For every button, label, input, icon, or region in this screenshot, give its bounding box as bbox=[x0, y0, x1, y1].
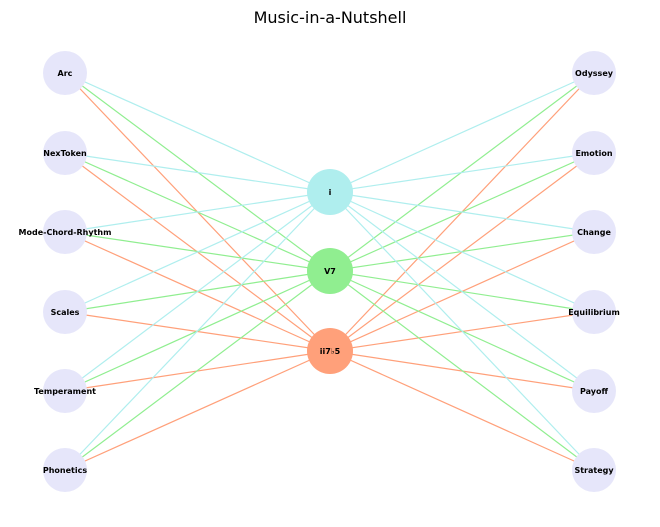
right-node-strategy: Strategy bbox=[572, 448, 616, 492]
node-label: Payoff bbox=[580, 387, 609, 396]
hub-node-i: i bbox=[307, 169, 353, 215]
node-label: ii7♭5 bbox=[320, 347, 341, 356]
edge-equilibrium-i bbox=[329, 191, 595, 313]
edge-strategy-v7 bbox=[329, 270, 595, 471]
node-circle bbox=[572, 369, 616, 413]
edge-strategy-ii75 bbox=[329, 350, 595, 471]
left-node-nextoken: NexToken bbox=[43, 131, 87, 175]
left-node-temperament: Temperament bbox=[34, 369, 96, 413]
node-label: Mode-Chord-Rhythm bbox=[19, 228, 112, 237]
left-node-arc: Arc bbox=[43, 51, 87, 95]
edge-arc-i bbox=[64, 72, 331, 193]
node-label: Strategy bbox=[574, 466, 614, 475]
node-circle bbox=[43, 131, 87, 175]
hub-node-v7: V7 bbox=[307, 248, 353, 294]
edge-nextoken-i bbox=[64, 152, 331, 193]
edge-temperament-i bbox=[64, 191, 331, 392]
edge-phonetics-i bbox=[64, 191, 331, 471]
left-node-phonetics: Phonetics bbox=[43, 448, 87, 492]
node-circle bbox=[43, 290, 87, 334]
node-circle bbox=[572, 131, 616, 175]
node-label: Arc bbox=[58, 69, 73, 78]
node-label: Emotion bbox=[575, 149, 612, 158]
node-circle bbox=[43, 448, 87, 492]
edge-phonetics-ii75 bbox=[64, 350, 331, 471]
left-node-mode-chord-rhythm: Mode-Chord-Rhythm bbox=[19, 210, 112, 254]
edge-odyssey-i bbox=[329, 72, 595, 193]
right-node-equilibrium: Equilibrium bbox=[568, 290, 620, 334]
edge-emotion-i bbox=[329, 152, 595, 193]
node-circle bbox=[572, 51, 616, 95]
node-circle bbox=[307, 248, 353, 294]
node-circle bbox=[43, 51, 87, 95]
node-label: V7 bbox=[324, 267, 336, 276]
node-circle bbox=[307, 328, 353, 374]
node-circle bbox=[43, 369, 87, 413]
node-circle bbox=[572, 210, 616, 254]
left-node-scales: Scales bbox=[43, 290, 87, 334]
right-node-payoff: Payoff bbox=[572, 369, 616, 413]
node-label: i bbox=[329, 188, 332, 197]
node-circle bbox=[572, 290, 616, 334]
right-node-emotion: Emotion bbox=[572, 131, 616, 175]
node-label: Change bbox=[577, 228, 611, 237]
node-label: Equilibrium bbox=[568, 308, 620, 317]
right-node-change: Change bbox=[572, 210, 616, 254]
hub-node-ii75: ii7♭5 bbox=[307, 328, 353, 374]
node-circle bbox=[307, 169, 353, 215]
node-label: Odyssey bbox=[575, 69, 614, 78]
edge-payoff-i bbox=[329, 191, 595, 392]
edge-layer bbox=[64, 72, 595, 471]
node-label: NexToken bbox=[43, 149, 87, 158]
right-node-odyssey: Odyssey bbox=[572, 51, 616, 95]
node-label: Scales bbox=[51, 308, 80, 317]
diagram-title: Music-in-a-Nutshell bbox=[253, 8, 407, 27]
node-label: Phonetics bbox=[43, 466, 87, 475]
node-label: Temperament bbox=[34, 387, 96, 396]
edge-phonetics-v7 bbox=[64, 270, 331, 471]
node-circle bbox=[572, 448, 616, 492]
edge-strategy-i bbox=[329, 191, 595, 471]
node-layer: ArcNexTokenMode-Chord-RhythmScalesTemper… bbox=[19, 51, 620, 492]
edge-change-i bbox=[329, 191, 595, 233]
node-circle bbox=[43, 210, 87, 254]
edge-scales-i bbox=[64, 191, 331, 313]
edge-mode-chord-rhythm-i bbox=[64, 191, 331, 233]
